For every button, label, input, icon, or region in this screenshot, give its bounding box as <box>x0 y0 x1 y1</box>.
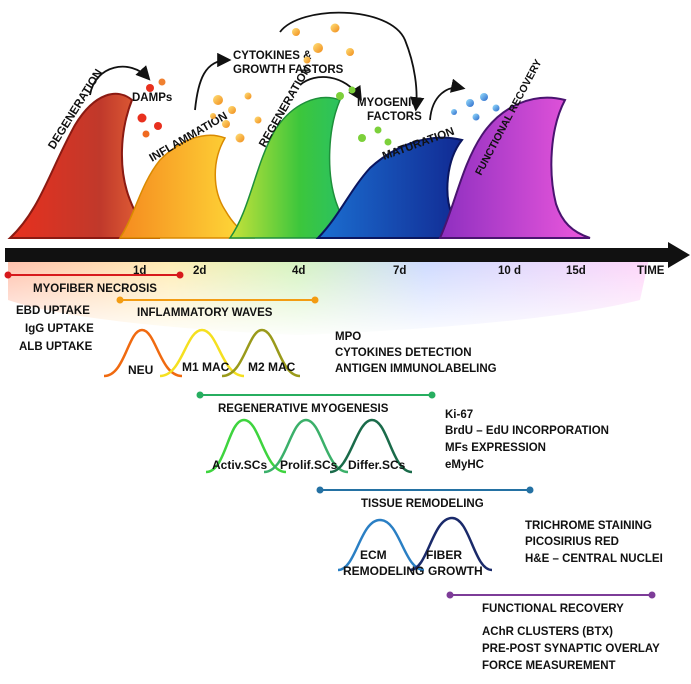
tick-time: TIME <box>637 265 665 277</box>
remodeling-method-3: H&E – CENTRAL NUCLEI <box>525 553 663 565</box>
wave-neu <box>103 328 183 378</box>
section-remodeling: TISSUE REMODELING ECM REMODELING FIBER G… <box>316 486 663 578</box>
inflammation-shape <box>118 134 256 239</box>
tick-4d: 4d <box>292 265 305 277</box>
tick-2d: 2d <box>193 265 206 277</box>
regenerative-method-2: BrdU – EdU INCORPORATION <box>445 425 609 437</box>
wave-ecm-remodeling <box>337 518 425 572</box>
remodeling-title: TISSUE REMODELING <box>361 498 484 510</box>
wave-label-ecm-2: REMODELING <box>343 564 424 578</box>
wave-label-ecm-1: ECM <box>360 548 387 562</box>
damps-droplets <box>137 78 166 138</box>
wave-label-prolif: Prolif.SCs <box>280 458 338 472</box>
functional-title: FUNCTIONAL RECOVERY <box>482 603 624 615</box>
inflammatory-method-3: ANTIGEN IMMUNOLABELING <box>335 363 497 375</box>
wave-label-activ: Activ.SCs <box>212 458 267 472</box>
wave-label-differ: Differ.SCs <box>348 458 406 472</box>
label-damps: DAMPs <box>132 92 172 104</box>
arrow-myogenic <box>299 76 362 102</box>
arrow-functional <box>429 78 466 121</box>
timeline-arrowhead <box>668 242 690 268</box>
functional-recovery-shape <box>438 96 591 239</box>
tick-15d: 15d <box>566 265 586 277</box>
regenerative-method-3: MFs EXPRESSION <box>445 442 546 454</box>
wave-prolif-scs <box>263 418 349 474</box>
functional-droplets <box>451 93 500 121</box>
wave-activ-scs <box>205 418 287 474</box>
tick-7d: 7d <box>393 265 406 277</box>
functional-method-3: FORCE MEASUREMENT <box>482 660 616 672</box>
wave-label-neu: NEU <box>128 363 153 377</box>
cytokine-droplets <box>210 23 354 143</box>
necrosis-marker-1: EBD UPTAKE <box>16 305 90 317</box>
timeline-axis <box>5 248 673 262</box>
inflammatory-method-2: CYTOKINES DETECTION <box>335 347 472 359</box>
wave-m1-mac <box>159 328 245 378</box>
wave-label-fiber-1: FIBER <box>426 548 462 562</box>
wave-m2-mac <box>221 328 301 378</box>
functional-method-1: AChR CLUSTERS (BTX) <box>482 626 613 638</box>
section-functional: FUNCTIONAL RECOVERY AChR CLUSTERS (BTX) … <box>446 591 660 672</box>
section-regenerative: REGENERATIVE MYOGENESIS Activ.SCs Prolif… <box>196 391 609 474</box>
tick-10d: 10 d <box>498 265 521 277</box>
remodeling-method-2: PICOSIRIUS RED <box>525 536 619 548</box>
regenerative-method-4: eMyHC <box>445 459 484 471</box>
regenerative-title: REGENERATIVE MYOGENESIS <box>218 403 389 415</box>
myogenic-droplets <box>336 86 392 146</box>
wave-label-fiber-2: GROWTH <box>428 564 483 578</box>
remodeling-method-1: TRICHROME STAINING <box>525 520 652 532</box>
wave-fiber-growth <box>409 516 493 572</box>
wave-differ-scs <box>329 418 413 474</box>
reflection-fade <box>0 255 691 340</box>
necrosis-title: MYOFIBER NECROSIS <box>33 283 157 295</box>
section-inflammatory: INFLAMMATORY WAVES NEU M1 MAC M2 MAC MPO… <box>103 296 497 378</box>
wave-label-m2: M2 MAC <box>248 360 296 374</box>
arrow-damps <box>89 65 151 96</box>
label-myogenic-1: MYOGENIC <box>357 97 420 109</box>
inflammatory-method-1: MPO <box>335 331 361 343</box>
arrow-growth-to-maturation <box>279 11 425 112</box>
necrosis-marker-3: ALB UPTAKE <box>19 341 93 353</box>
label-cytokines-1: CYTOKINES & <box>233 50 311 62</box>
inflammatory-title: INFLAMMATORY WAVES <box>137 307 273 319</box>
regenerative-method-1: Ki-67 <box>445 409 473 421</box>
section-necrosis: MYOFIBER NECROSIS EBD UPTAKE IgG UPTAKE … <box>4 271 184 353</box>
wave-label-m1: M1 MAC <box>182 360 230 374</box>
functional-method-2: PRE-POST SYNAPTIC OVERLAY <box>482 643 660 655</box>
label-cytokines-2: GROWTH FACTORS <box>233 64 344 76</box>
label-myogenic-2: FACTORS <box>367 111 422 123</box>
arrow-cytokines <box>194 52 232 111</box>
necrosis-marker-2: IgG UPTAKE <box>25 323 94 335</box>
